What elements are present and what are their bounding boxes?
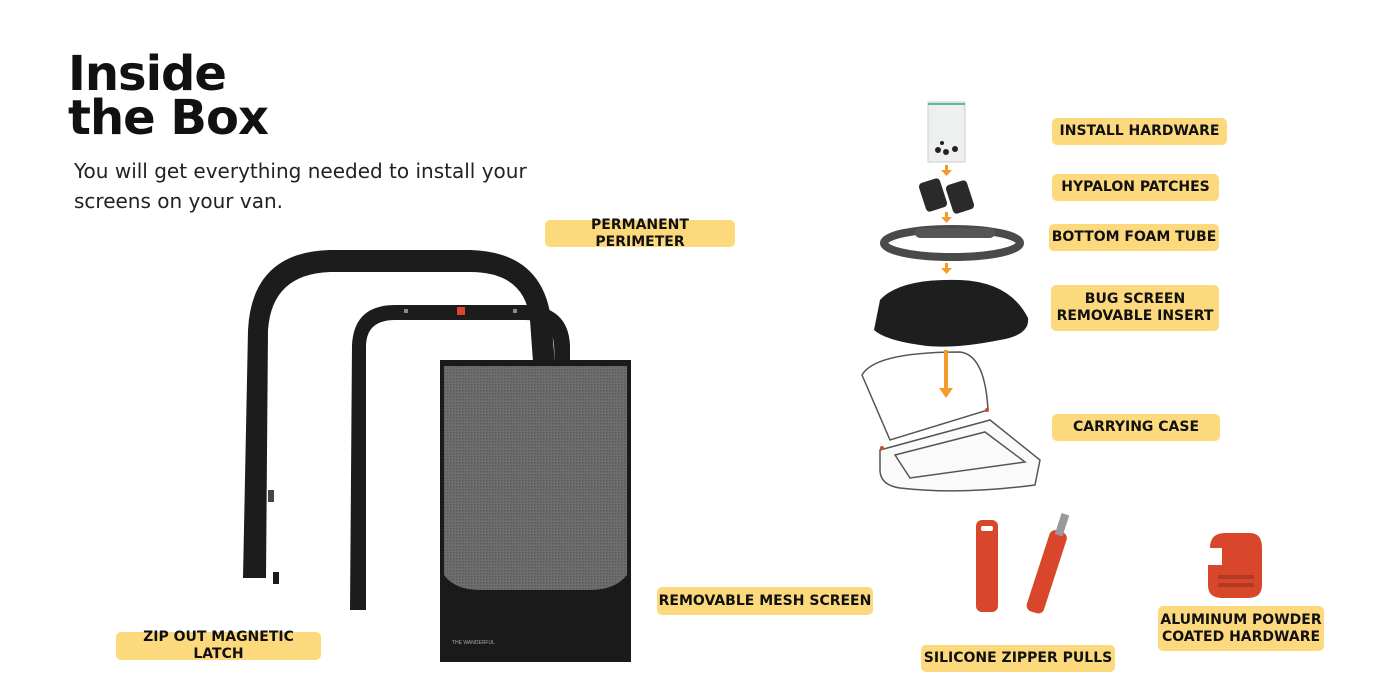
arrow-down-icon bbox=[941, 212, 952, 223]
permanent-perimeter-frame bbox=[243, 250, 555, 584]
label-hypalon-patches: HYPALON PATCHES bbox=[1052, 174, 1219, 201]
label-removable-mesh-screen: REMOVABLE MESH SCREEN bbox=[657, 587, 873, 615]
silicone-zipper-pulls bbox=[976, 513, 1070, 614]
label-line: REMOVABLE INSERT bbox=[1056, 308, 1214, 324]
label-bottom-foam-tube: BOTTOM FOAM TUBE bbox=[1049, 224, 1219, 251]
carrying-case bbox=[861, 351, 1041, 492]
label-carrying-case: CARRYING CASE bbox=[1052, 414, 1220, 441]
label-zip-out-magnetic-latch: ZIP OUT MAGNETIC LATCH bbox=[116, 629, 321, 662]
zip-out-magnetic-latch-frame bbox=[350, 305, 570, 610]
title-line-1: Inside bbox=[68, 46, 227, 102]
brand-mark: THE WANDERFUL bbox=[452, 640, 495, 646]
bottom-foam-tube bbox=[880, 225, 1024, 261]
label-permanent-perimeter: PERMANENT PERIMETER bbox=[545, 217, 735, 250]
arrow-icons bbox=[939, 165, 953, 398]
label-line: ALUMINUM POWDER bbox=[1160, 611, 1322, 628]
subtitle: You will get everything needed to instal… bbox=[74, 159, 527, 213]
aluminum-hook-hardware bbox=[1208, 533, 1262, 598]
label-silicone-zipper-pulls: SILICONE ZIPPER PULLS bbox=[921, 645, 1115, 672]
label-install-hardware: INSTALL HARDWARE bbox=[1052, 118, 1227, 145]
arrow-down-icon bbox=[941, 263, 952, 274]
title-line-2: the Box bbox=[68, 90, 269, 146]
arrow-down-icon bbox=[939, 350, 953, 398]
label-bug-screen: BUG SCREEN REMOVABLE INSERT bbox=[1051, 285, 1219, 331]
install-hardware-bag bbox=[927, 101, 966, 163]
removable-mesh-screen: THE WANDERFUL bbox=[440, 360, 631, 662]
arrow-down-icon bbox=[941, 165, 952, 176]
label-aluminum-hardware: ALUMINUM POWDER COATED HARDWARE bbox=[1158, 606, 1324, 651]
bug-screen-insert bbox=[874, 279, 1029, 347]
label-line: COATED HARDWARE bbox=[1161, 628, 1321, 645]
label-line: BUG SCREEN bbox=[1084, 291, 1186, 307]
hypalon-patches bbox=[918, 178, 975, 214]
page-title: Inside the Box bbox=[68, 46, 269, 146]
